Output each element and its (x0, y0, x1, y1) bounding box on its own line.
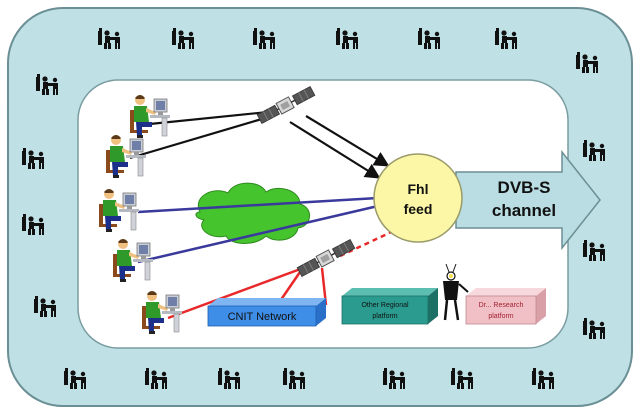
cnit-network-label: CNIT Network (228, 311, 297, 323)
fhl-feed-node (373, 153, 463, 243)
cnit-network-box: CNIT Network (207, 298, 326, 327)
link-user5-satellite (167, 262, 315, 320)
other-regional-platform-box: Other Regional platform (341, 288, 438, 325)
feed-label-line2: feed (404, 201, 433, 217)
downlink-arrow-2 (289, 121, 381, 179)
research-platform-label-line1: Dr... Research (479, 302, 524, 309)
research-platform-label-line2: platform (488, 313, 513, 320)
downlink-arrow-1 (305, 115, 390, 167)
link-user2-satellite (129, 114, 273, 160)
presenter-figure-icon (443, 263, 469, 321)
link-user3-feed (137, 196, 379, 214)
other-platform-label-line2: platform (372, 313, 397, 320)
research-platform-box: Dr... Research platform (465, 288, 546, 325)
channel-label-line2: channel (492, 201, 556, 220)
link-user1-satellite (139, 110, 269, 127)
other-platform-label-line1: Other Regional (361, 302, 409, 309)
link-user4-feed (137, 204, 379, 264)
feed-label-line1: Fhl (408, 181, 429, 197)
channel-label-line1: DVB-S (498, 178, 551, 197)
dvbs-channel-arrow (455, 149, 601, 251)
